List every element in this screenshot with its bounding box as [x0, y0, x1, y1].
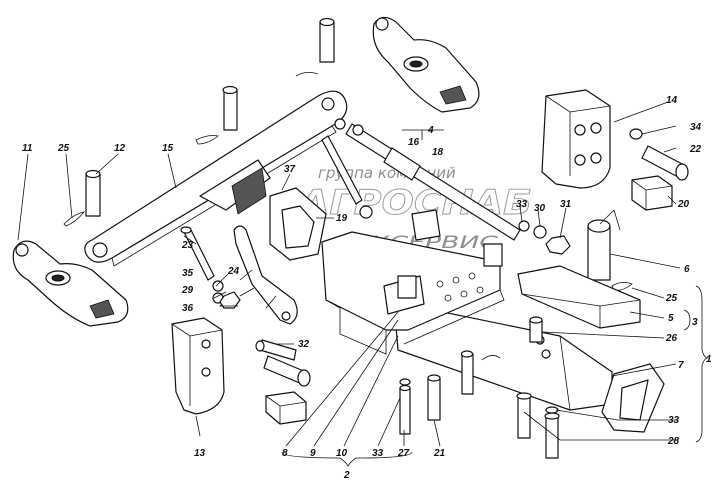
label-24: 24 — [227, 266, 240, 277]
label-23: 23 — [181, 240, 194, 251]
label-15: 15 — [162, 143, 174, 154]
label-29: 29 — [181, 285, 194, 296]
part-pin-top — [295, 17, 335, 77]
part-nut-36 — [219, 291, 241, 309]
part-bolt-27 — [399, 384, 411, 435]
part-link-bar-15 — [84, 90, 348, 267]
leader-lines — [17, 101, 709, 467]
part-rod-middle — [321, 135, 373, 219]
part-frame-central — [321, 209, 505, 355]
label-3: 3 — [692, 317, 698, 328]
part-pin-small-bottom — [460, 350, 474, 395]
label-27: 27 — [397, 448, 410, 459]
part-lever-24 — [233, 225, 298, 325]
part-washer-34 — [629, 128, 643, 140]
part-bolt-28-right — [544, 412, 560, 459]
label-31: 31 — [560, 199, 572, 210]
part-nut-30 — [533, 225, 547, 239]
label-19: 19 — [336, 213, 348, 224]
part-washer-33-bottom — [399, 378, 411, 386]
part-washer-33-top — [518, 220, 530, 232]
part-bracket-13 — [171, 317, 225, 415]
part-crossbar-5 — [517, 265, 641, 329]
part-nut-31 — [545, 235, 571, 255]
label-35: 35 — [182, 268, 194, 279]
label-33-top: 33 — [516, 199, 528, 210]
part-bracket-11 — [12, 240, 129, 327]
label-7: 7 — [678, 360, 684, 371]
label-12: 12 — [114, 143, 126, 154]
part-bolt-32 — [255, 339, 297, 361]
label-10: 10 — [336, 448, 348, 459]
label-21: 21 — [433, 448, 446, 459]
label-28: 28 — [667, 436, 680, 447]
label-22: 22 — [689, 144, 702, 155]
part-bracket-14 — [541, 89, 611, 189]
label-13: 13 — [194, 448, 206, 459]
label-34: 34 — [690, 122, 702, 133]
part-pin-12 — [85, 169, 101, 217]
part-pin-26 — [529, 316, 543, 343]
label-9: 9 — [310, 448, 316, 459]
label-37: 37 — [284, 164, 296, 175]
label-32: 32 — [298, 339, 310, 350]
label-6: 6 — [684, 264, 690, 275]
part-cotter-36 — [239, 287, 255, 297]
label-25-left: 25 — [57, 143, 70, 154]
label-18: 18 — [432, 147, 444, 158]
part-plate-19 — [269, 187, 327, 261]
part-bracket-upper — [372, 16, 480, 113]
label-33-right: 33 — [668, 415, 680, 426]
part-bolt-22 — [641, 145, 689, 181]
label-36: 36 — [182, 303, 194, 314]
part-block-20 — [631, 175, 673, 211]
label-4: 4 — [427, 125, 434, 136]
part-pin-6 — [587, 209, 621, 281]
label-26: 26 — [665, 333, 678, 344]
label-30: 30 — [534, 203, 546, 214]
part-cotter-32 — [265, 295, 277, 309]
label-14: 14 — [666, 95, 678, 106]
part-pin-top-left — [222, 85, 238, 131]
label-11: 11 — [22, 143, 33, 154]
label-8: 8 — [282, 448, 288, 459]
label-33-bottom: 33 — [372, 448, 384, 459]
label-20: 20 — [677, 199, 690, 210]
part-triangle-plate-right — [601, 363, 665, 433]
part-bolt-long-left — [263, 355, 311, 387]
part-washer-35 — [212, 280, 224, 292]
label-1: 1 — [706, 354, 712, 365]
part-cotter-25-left — [63, 211, 85, 227]
part-cotter-bottom — [481, 355, 501, 361]
label-16: 16 — [408, 137, 420, 148]
part-bolt-21 — [427, 374, 441, 421]
label-25-right: 25 — [665, 293, 678, 304]
part-cotter-near-15 — [195, 135, 219, 145]
part-rod-16-18 — [334, 118, 521, 241]
label-5: 5 — [668, 313, 674, 324]
part-block-bottom-left — [265, 391, 307, 425]
label-2: 2 — [343, 470, 350, 481]
